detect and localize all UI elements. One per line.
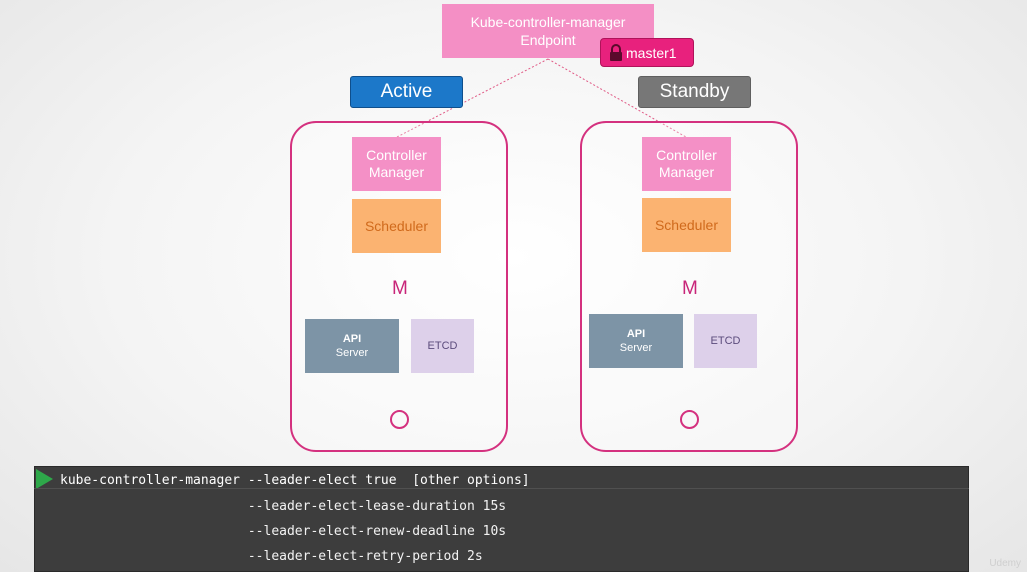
connector-active bbox=[396, 58, 549, 138]
master-letter: M bbox=[392, 278, 408, 299]
leader-lock-badge: master1 bbox=[600, 38, 694, 67]
controller-manager-box: Controller Manager bbox=[642, 137, 731, 191]
api-server-label-2: Server bbox=[335, 347, 369, 359]
connector-standby bbox=[547, 58, 687, 138]
lock-holder-label: master1 bbox=[626, 44, 677, 61]
api-server-box: API Server bbox=[305, 319, 399, 373]
active-status-label: Active bbox=[350, 76, 463, 108]
scheduler-box: Scheduler bbox=[352, 199, 441, 253]
terminal-line-3: --leader-elect-renew-deadline 10s bbox=[60, 524, 507, 539]
api-server-label: API bbox=[626, 328, 646, 340]
master-letter: M bbox=[682, 278, 698, 299]
endpoint-subtitle: Endpoint bbox=[520, 32, 576, 48]
lock-icon bbox=[610, 44, 622, 61]
terminal-divider bbox=[34, 488, 969, 489]
terminal-line-4: --leader-elect-retry-period 2s bbox=[60, 549, 483, 564]
command-terminal: kube-controller-manager --leader-elect t… bbox=[34, 466, 969, 572]
controller-manager-label: Controller bbox=[366, 147, 427, 163]
api-server-label-2: Server bbox=[619, 342, 653, 354]
etcd-box: ETCD bbox=[694, 314, 757, 368]
etcd-box: ETCD bbox=[411, 319, 474, 373]
api-server-box: API Server bbox=[589, 314, 683, 368]
play-icon bbox=[36, 469, 53, 489]
watermark: Udemy bbox=[989, 558, 1021, 569]
terminal-line-1: kube-controller-manager --leader-elect t… bbox=[60, 473, 530, 488]
controller-manager-label-2: Manager bbox=[368, 164, 425, 180]
terminal-line-2: --leader-elect-lease-duration 15s bbox=[60, 499, 507, 514]
node-home-indicator bbox=[680, 410, 699, 429]
node-home-indicator bbox=[390, 410, 409, 429]
api-server-label: API bbox=[342, 333, 362, 345]
controller-manager-label-2: Manager bbox=[658, 164, 715, 180]
controller-manager-label: Controller bbox=[656, 147, 717, 163]
endpoint-title: Kube-controller-manager bbox=[470, 14, 626, 30]
scheduler-box: Scheduler bbox=[642, 198, 731, 252]
standby-status-label: Standby bbox=[638, 76, 751, 108]
controller-manager-box: Controller Manager bbox=[352, 137, 441, 191]
